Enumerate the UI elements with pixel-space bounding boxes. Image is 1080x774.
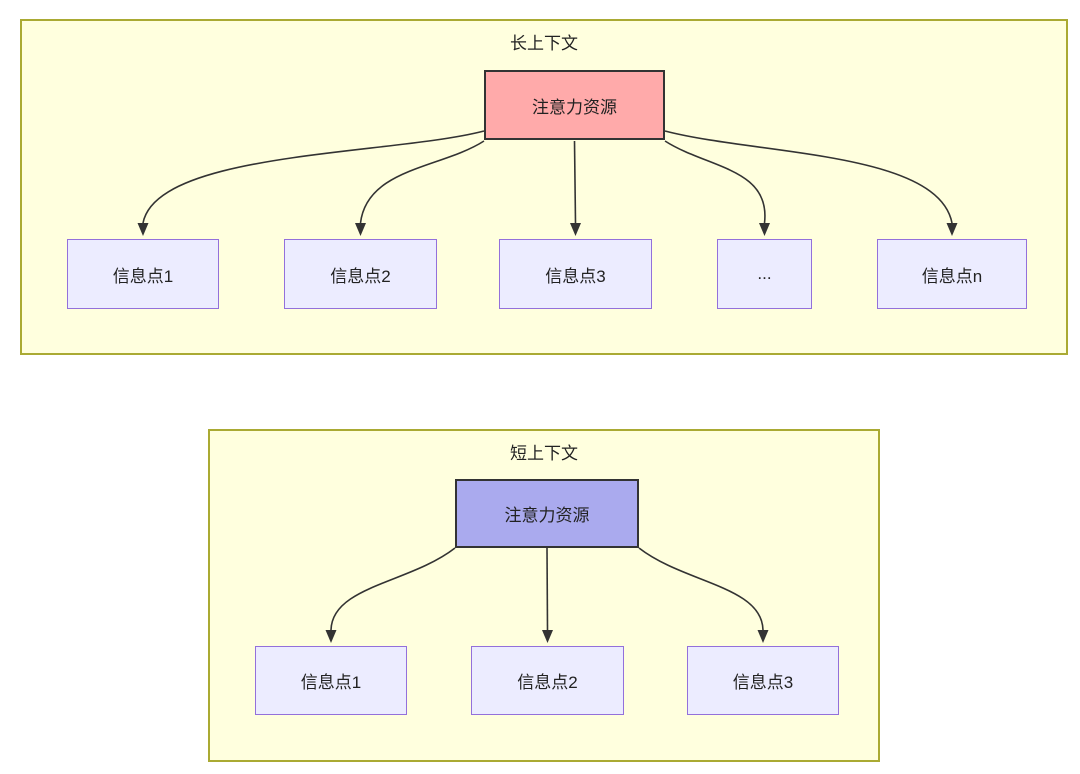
arrowhead-icon (325, 630, 337, 643)
arrowhead-icon (946, 223, 958, 236)
info-node-1: 信息点1 (255, 646, 407, 715)
info-node-2: 信息点2 (284, 239, 437, 309)
edge-attention-to-info1 (137, 130, 485, 236)
short-context-title: 短上下文 (510, 444, 578, 463)
attention-resource-node-short: 注意力资源 (455, 479, 639, 548)
arrowhead-icon (355, 223, 366, 236)
arrowhead-icon (542, 630, 553, 643)
info-node-3: 信息点3 (499, 239, 652, 309)
arrowhead-icon (759, 223, 770, 236)
attention-resource-node-long: 注意力资源 (484, 70, 665, 140)
info-node-ellipsis: ... (717, 239, 812, 309)
edge-attention-to-info3 (638, 547, 769, 643)
edge-attention-to-info1 (325, 547, 456, 643)
arrowhead-icon (570, 223, 581, 236)
info-node-n: 信息点n (877, 239, 1027, 309)
edge-attention-to-info3 (570, 140, 581, 236)
edge-attention-to-info2 (355, 140, 485, 236)
arrowhead-icon (137, 223, 149, 236)
edge-attention-to-ellipsis (664, 140, 770, 236)
info-node-3: 信息点3 (687, 646, 839, 715)
long-context-title: 长上下文 (510, 34, 578, 53)
info-node-1: 信息点1 (67, 239, 219, 309)
edge-attention-to-infon (664, 130, 958, 236)
info-node-2: 信息点2 (471, 646, 624, 715)
long-context-panel: 长上下文 注意力资源 信息点1 信息点2 信息点3 ... 信息点n (20, 19, 1068, 355)
arrowhead-icon (757, 630, 769, 643)
short-context-panel: 短上下文 注意力资源 信息点1 信息点2 信息点3 (208, 429, 880, 762)
edge-attention-to-info2 (542, 547, 553, 643)
